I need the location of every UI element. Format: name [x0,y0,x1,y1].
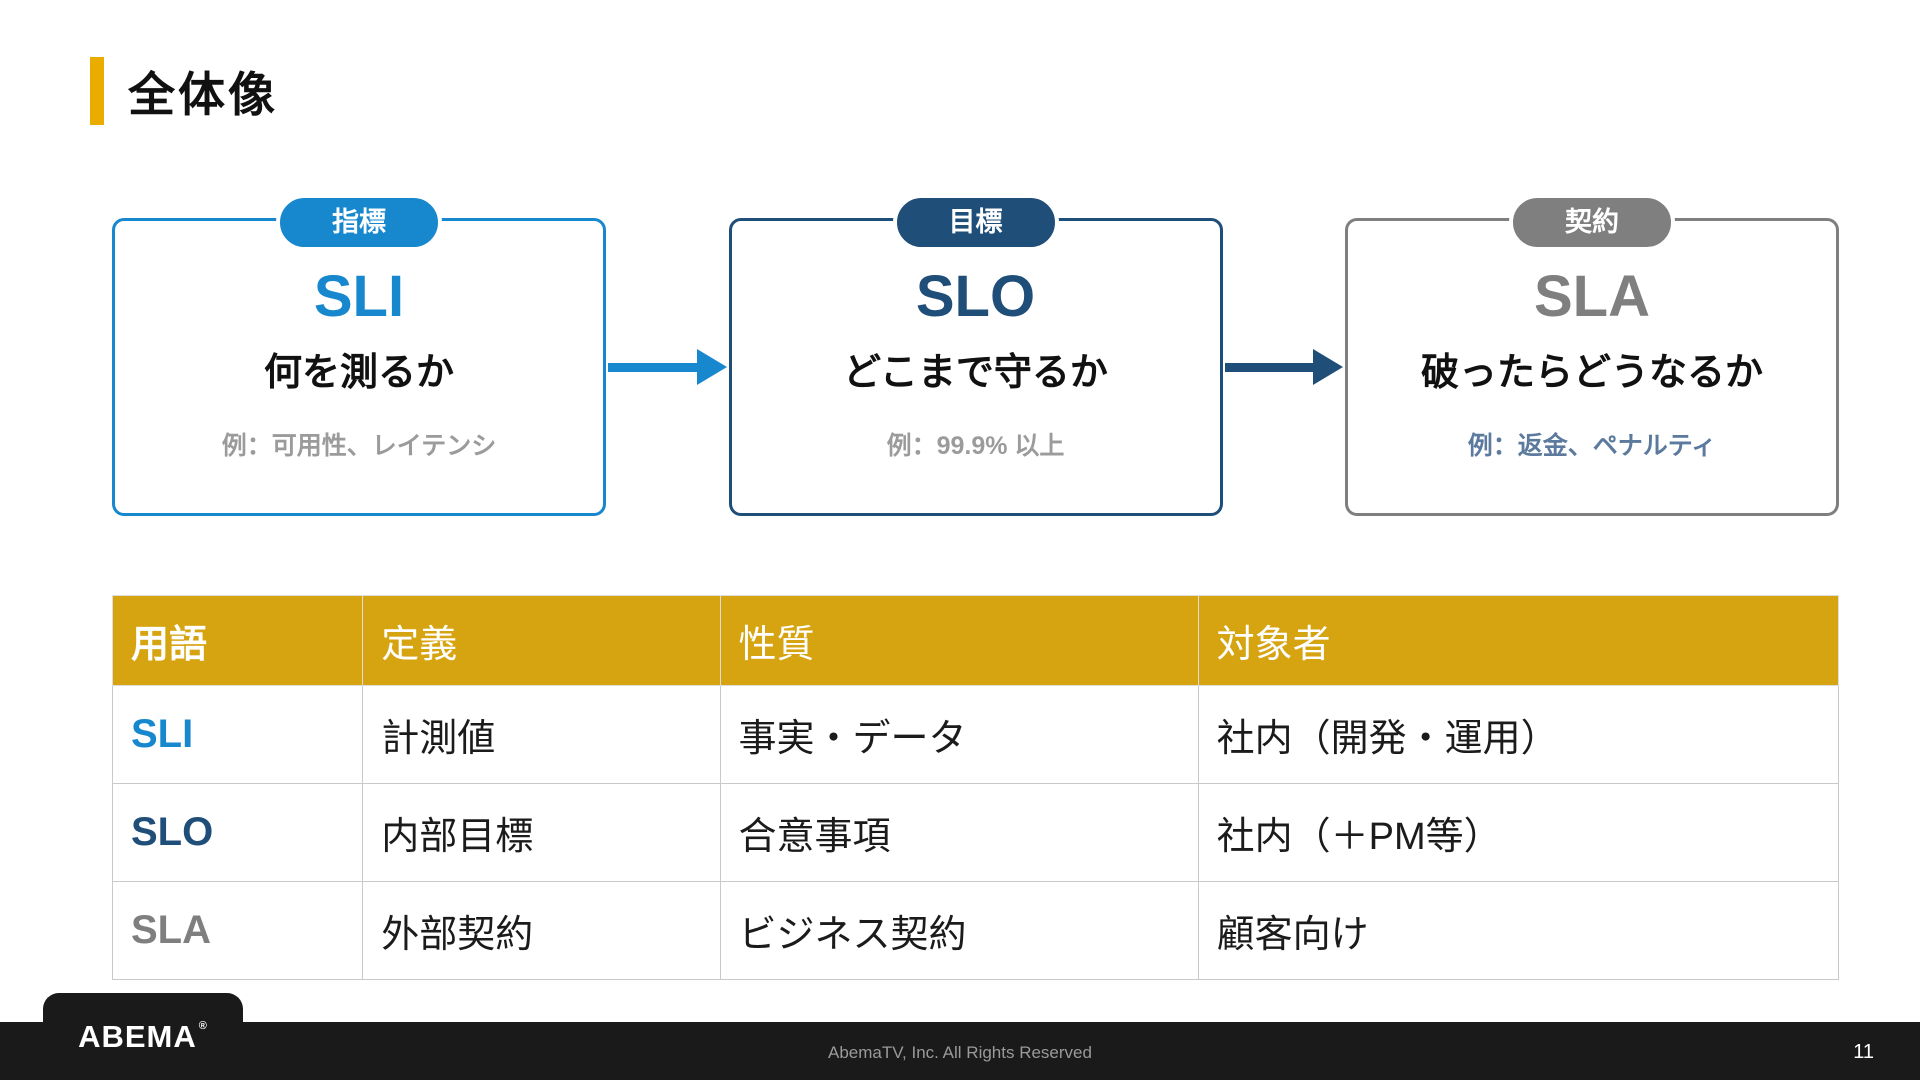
arrow-line [1224,362,1313,372]
term-cell: SLA [111,881,364,980]
sli-badge: 指標 [276,194,442,251]
table-row: SLI 計測値 事実・データ 社内（開発・運用） [111,685,1840,784]
footer-bar: AbemaTV, Inc. All Rights Reserved 11 [0,1022,1920,1080]
registered-mark: ® [198,1020,208,1032]
sli-box-example: 例：可用性、レイテンシ [221,431,497,460]
table-header-nature: 性質 [719,595,1199,686]
nature-cell: ビジネス契約 [719,881,1199,980]
table-header-term: 用語 [111,595,364,686]
audience-cell: 顧客向け [1197,881,1840,980]
slo-box-title: SLO [915,264,1036,329]
abema-brand-text: ABEMA [78,1019,197,1054]
sli-box: 指標 SLI 何を測るか 例：可用性、レイテンシ [112,194,606,516]
definition-cell: 外部契約 [362,881,721,980]
definition-cell: 内部目標 [362,783,721,882]
sla-box-subtitle: 破ったらどうなるか [1420,351,1763,394]
terminology-table: 用語 定義 性質 対象者 SLI 計測値 事実・データ 社内（開発・運用） SL… [111,595,1840,980]
abema-logo: ABEMA® [43,993,243,1080]
sla-badge: 契約 [1509,194,1675,251]
table-header-row: 用語 定義 性質 対象者 [111,595,1840,686]
table-header-audience: 対象者 [1197,595,1840,686]
arrow-right-icon [1223,218,1346,516]
title-accent-bar [90,56,104,125]
arrow-line [608,362,697,372]
term-cell: SLO [111,783,364,882]
sla-box-example: 例：返金、ペナルティ [1467,431,1717,460]
slo-box-example: 例：99.9% 以上 [886,431,1065,460]
audience-cell: 社内（開発・運用） [1197,685,1840,784]
slide-header: 全体像 [90,56,278,125]
nature-cell: 事実・データ [719,685,1199,784]
footer-copyright: AbemaTV, Inc. All Rights Reserved [828,1043,1092,1062]
abema-wordmark: ABEMA® [78,1019,208,1054]
nature-cell: 合意事項 [719,783,1199,882]
sli-box-title: SLI [313,264,405,329]
table-row: SLO 内部目標 合意事項 社内（＋PM等） [111,783,1840,882]
arrow-head [696,349,727,385]
definition-cell: 計測値 [362,685,721,784]
sli-slo-sla-diagram: 指標 SLI 何を測るか 例：可用性、レイテンシ 目標 SLO どこまで守るか … [112,194,1839,516]
slo-badge: 目標 [892,194,1059,251]
audience-cell: 社内（＋PM等） [1197,783,1840,882]
slo-box: 目標 SLO どこまで守るか 例：99.9% 以上 [728,194,1223,516]
slo-box-subtitle: どこまで守るか [843,351,1108,394]
page-number: 11 [1853,1041,1874,1063]
sla-box: 契約 SLA 破ったらどうなるか 例：返金、ペナルティ [1345,194,1839,516]
table-header-definition: 定義 [362,595,721,686]
sli-box-subtitle: 何を測るか [263,351,454,394]
sla-box-title: SLA [1534,264,1650,329]
arrow-right-icon [606,218,729,516]
term-cell: SLI [111,685,364,784]
arrow-head [1313,349,1343,385]
page-title: 全体像 [128,68,278,121]
table-row: SLA 外部契約 ビジネス契約 顧客向け [111,881,1840,980]
